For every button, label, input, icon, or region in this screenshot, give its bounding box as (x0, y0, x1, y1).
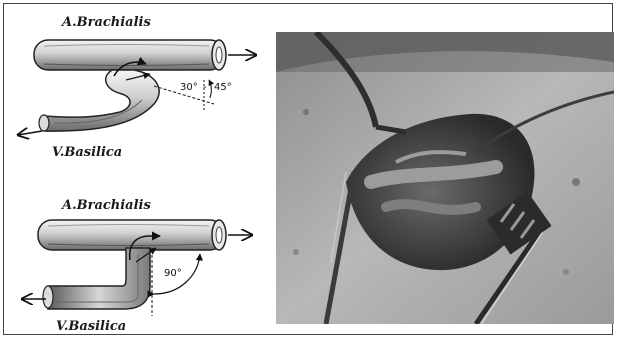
panel-a-vein (39, 70, 159, 131)
panel-a-artery-label: A.Brachialis (60, 15, 151, 30)
surgical-photo (276, 32, 614, 324)
panel-a: A.Brachialis (18, 15, 256, 160)
panel-a-angle-from: 30° (180, 82, 198, 93)
panel-a-flow-arrow-left (18, 131, 42, 135)
panel-a-angle-arc (209, 80, 211, 98)
panel-a-artery (34, 40, 226, 70)
panel-b-vein-label: V.Basilica (56, 319, 126, 334)
figure-frame: A.Brachialis (3, 3, 613, 335)
panel-a-vein-label: V.Basilica (52, 145, 122, 160)
panel-b-angle: 90° (164, 268, 182, 279)
panel-a-angle-to: 45° (214, 82, 232, 93)
panel-a-angle-sep: - (203, 82, 207, 93)
exposed-vessel-2 (386, 204, 476, 210)
panel-b-vein (43, 248, 150, 309)
panel-b-artery-label: A.Brachialis (60, 198, 151, 213)
panel-b: A.Brachialis 90° V.Basilica (22, 198, 252, 334)
anastomosis-diagram: A.Brachialis (4, 4, 269, 334)
